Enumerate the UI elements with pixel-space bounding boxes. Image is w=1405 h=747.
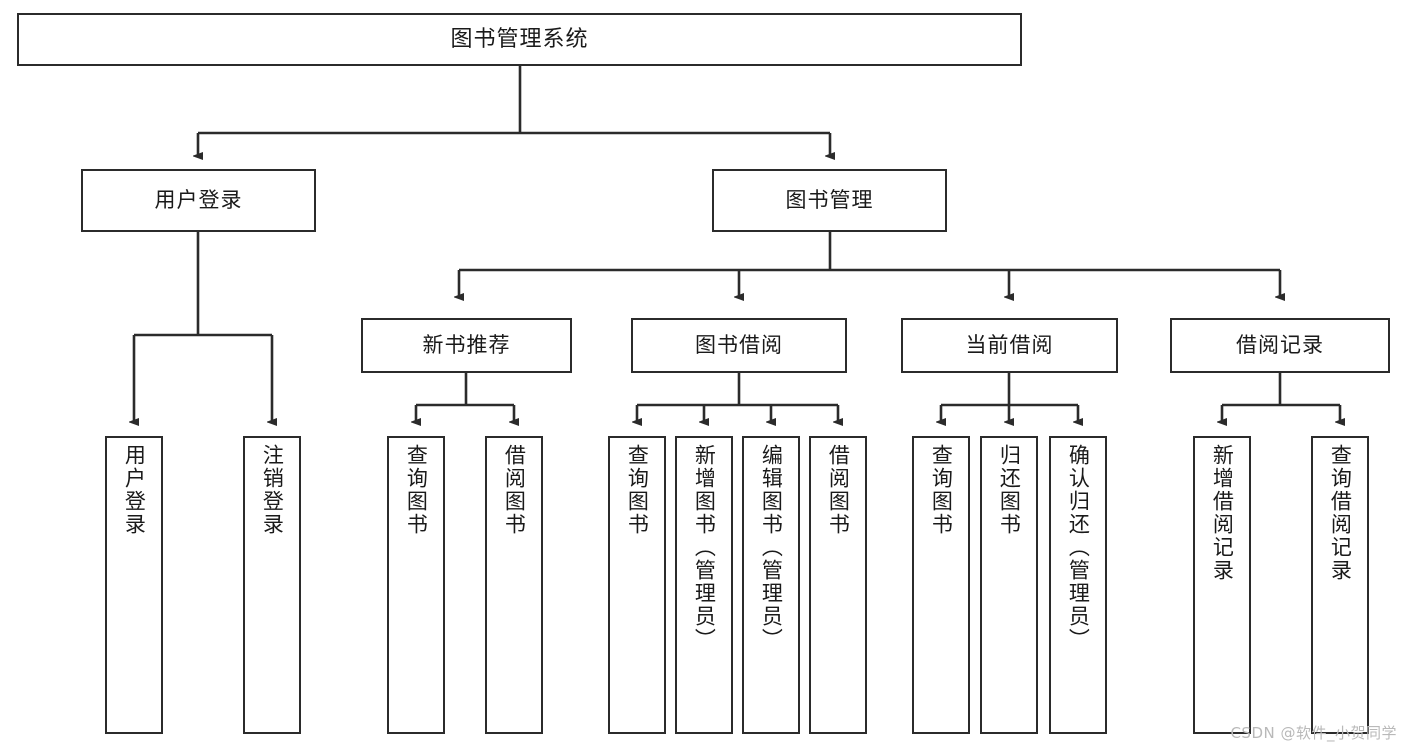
node-leaf-borrow-book-1-label: 借阅图书 [502, 444, 527, 536]
node-leaf-query-book-3-label: 查询图书 [929, 444, 954, 536]
node-leaf-return-book[interactable]: 归还图书 [980, 436, 1038, 734]
node-new-book-recommend[interactable]: 新书推荐 [361, 318, 572, 373]
node-leaf-query-book-2-label: 查询图书 [625, 444, 650, 536]
node-leaf-confirm-return[interactable]: 确认归还（管理员） [1049, 436, 1107, 734]
node-root-label: 图书管理系统 [450, 26, 589, 52]
node-root[interactable]: 图书管理系统 [17, 13, 1022, 66]
node-current-borrow-label: 当前借阅 [965, 333, 1054, 358]
node-current-borrow[interactable]: 当前借阅 [901, 318, 1118, 373]
node-leaf-query-book-1-label: 查询图书 [404, 444, 429, 536]
node-user-login[interactable]: 用户登录 [81, 169, 316, 232]
node-book-borrow[interactable]: 图书借阅 [631, 318, 847, 373]
node-leaf-return-book-label: 归还图书 [997, 444, 1022, 536]
node-book-manage-label: 图书管理 [785, 188, 874, 213]
node-leaf-user-login[interactable]: 用户登录 [105, 436, 163, 734]
node-leaf-edit-book-label: 编辑图书（管理员） [759, 444, 784, 651]
node-leaf-add-record[interactable]: 新增借阅记录 [1193, 436, 1251, 734]
node-leaf-user-login-label: 用户登录 [122, 444, 147, 536]
node-leaf-query-book-2[interactable]: 查询图书 [608, 436, 666, 734]
node-leaf-borrow-book-2-label: 借阅图书 [826, 444, 851, 536]
node-leaf-confirm-return-label: 确认归还（管理员） [1066, 444, 1091, 651]
node-new-book-recommend-label: 新书推荐 [422, 333, 511, 358]
node-leaf-edit-book[interactable]: 编辑图书（管理员） [742, 436, 800, 734]
node-leaf-logout[interactable]: 注销登录 [243, 436, 301, 734]
node-leaf-query-book-1[interactable]: 查询图书 [387, 436, 445, 734]
node-user-login-label: 用户登录 [154, 188, 243, 213]
node-leaf-add-record-label: 新增借阅记录 [1210, 444, 1235, 582]
node-leaf-query-book-3[interactable]: 查询图书 [912, 436, 970, 734]
node-book-borrow-label: 图书借阅 [695, 333, 783, 358]
node-leaf-query-record[interactable]: 查询借阅记录 [1311, 436, 1369, 734]
node-borrow-record-label: 借阅记录 [1236, 333, 1324, 358]
node-book-manage[interactable]: 图书管理 [712, 169, 947, 232]
node-leaf-add-book-label: 新增图书（管理员） [692, 444, 717, 651]
node-leaf-borrow-book-2[interactable]: 借阅图书 [809, 436, 867, 734]
node-leaf-logout-label: 注销登录 [260, 444, 285, 536]
node-leaf-query-record-label: 查询借阅记录 [1328, 444, 1353, 582]
node-leaf-borrow-book-1[interactable]: 借阅图书 [485, 436, 543, 734]
watermark: CSDN @软件_小贺同学 [1230, 724, 1397, 742]
node-leaf-add-book[interactable]: 新增图书（管理员） [675, 436, 733, 734]
node-borrow-record[interactable]: 借阅记录 [1170, 318, 1390, 373]
